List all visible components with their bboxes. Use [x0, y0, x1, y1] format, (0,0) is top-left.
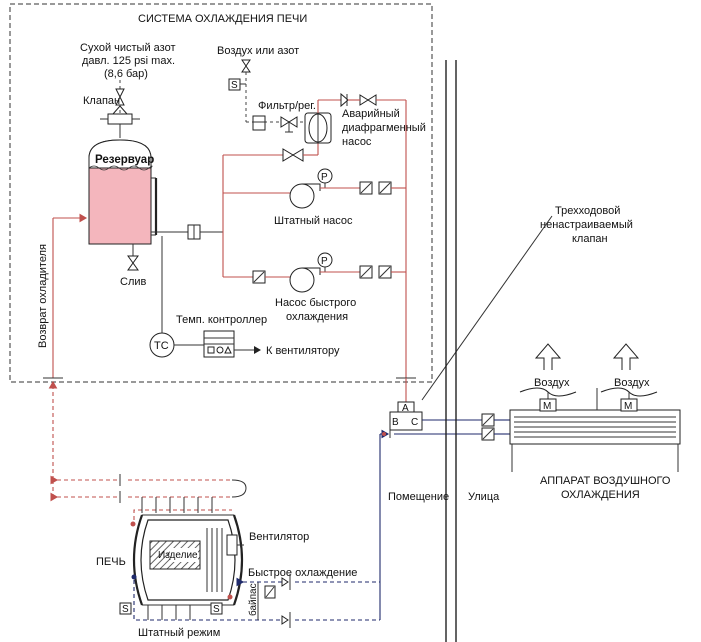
solenoid-s-left: [119, 602, 132, 615]
reservoir: [88, 139, 158, 245]
svg-text:A: A: [402, 403, 409, 414]
three-way-valve-label: Трехходовой ненастраиваемый клапан: [540, 205, 636, 245]
tc-sensor: TC: [149, 236, 204, 358]
svg-text:(8,6 бар): (8,6 бар): [104, 68, 148, 80]
fan-icon: [226, 534, 244, 556]
svg-text:M: M: [624, 401, 632, 412]
svg-text:M: M: [543, 401, 551, 412]
cooler-fan-left: M: [519, 387, 577, 412]
standard-mode-piping: S S: [119, 580, 285, 621]
bypass-label: байпас: [247, 583, 259, 616]
svg-text:S: S: [213, 604, 220, 615]
temp-controller-icon: [203, 330, 235, 358]
svg-text:B: B: [392, 417, 399, 428]
wall: [445, 60, 457, 642]
bypass: байпас: [247, 582, 276, 620]
air-right-label: Воздух: [614, 377, 650, 389]
air-or-nitrogen-label: Воздух или азот: [217, 45, 299, 57]
drain-label: Слив: [120, 276, 147, 288]
nitrogen-inlet: Сухой чистый азот давл. 125 psi max. (8,…: [80, 42, 176, 122]
standard-check-valve-icon: [359, 181, 392, 195]
quick-pump-icon: [289, 267, 321, 293]
pressure-gauge-2: P: [317, 252, 333, 272]
diaphragm-pump-icon: [304, 112, 332, 144]
svg-text:P: P: [321, 256, 328, 267]
quick-branch-valve-icon: [252, 270, 266, 284]
svg-text:S: S: [231, 80, 238, 91]
room-label: Помещение: [388, 491, 449, 503]
temp-controller-label: Темп. контроллер: [176, 314, 267, 326]
svg-text:C: C: [411, 417, 418, 428]
motor-right-icon: [620, 398, 638, 412]
system-title: СИСТЕМА ОХЛАЖДЕНИЯ ПЕЧИ: [138, 13, 307, 25]
svg-text:S: S: [122, 604, 129, 615]
emergency-pump-label: Аварийный диафрагменный насос: [342, 108, 429, 148]
quick-pump-label: Насос быстрого охлаждения: [275, 297, 359, 323]
svg-text:Сухой чистый азот: Сухой чистый азот: [80, 42, 176, 54]
solenoid-s-right: [210, 602, 223, 615]
standard-pump-label: Штатный насос: [274, 215, 353, 227]
standard-mode-label: Штатный режим: [138, 627, 220, 639]
airflow-arrow-right-icon: [612, 343, 640, 370]
air-cooler-label: АППАРАТ ВОЗДУШНОГО ОХЛАЖДЕНИЯ: [540, 475, 674, 501]
system-boundary: [9, 3, 433, 383]
standard-pump-icon: [289, 183, 321, 209]
three-way-inlet-point: [382, 432, 386, 436]
airflow-arrow-left-icon: [534, 343, 562, 370]
three-way-valve: A B C: [389, 401, 482, 438]
furnace-port-top: [130, 521, 136, 527]
furnace-return-piping: [119, 474, 247, 520]
pressure-gauge-1: P: [317, 168, 333, 188]
street-label: Улица: [468, 491, 500, 503]
quick-cooling-valve-icon: [281, 574, 291, 590]
valve-label: Клапан: [83, 95, 120, 107]
furnace-port-left: [131, 574, 137, 580]
to-fan-label: К вентилятору: [266, 345, 340, 357]
furnace-label: ПЕЧЬ: [96, 556, 126, 568]
motor-left-icon: [539, 398, 557, 412]
fan-label: Вентилятор: [249, 531, 309, 543]
furnace-port-right: [227, 594, 233, 600]
emergency-branch-valve-icon: [282, 148, 304, 162]
product-label: Изделие: [158, 550, 198, 561]
heat-exchanger-coil-icon: [206, 528, 223, 592]
filter-regulator-icon: [252, 115, 266, 131]
air-cooler: [481, 388, 681, 472]
filter-regulator-label: Фильтр/рег.: [258, 100, 316, 112]
air-left-label: Воздух: [534, 377, 570, 389]
cooler-fan-right: M: [600, 387, 658, 412]
coolant-return-label: Возврат охладителя: [37, 244, 49, 348]
svg-text:P: P: [321, 172, 328, 183]
drain-valve-icon: [127, 244, 139, 271]
relief-valve-icon: [100, 105, 140, 138]
quick-cooling-label: Быстрое охлаждение: [248, 567, 357, 579]
reservoir-label: Резервуар: [95, 154, 154, 166]
standard-mode-valve-icon: [281, 612, 291, 628]
furnace: Изделие: [130, 514, 244, 606]
air-valve-icon: [280, 116, 298, 133]
svg-text:TC: TC: [154, 340, 169, 352]
svg-text:давл. 125 psi max.: давл. 125 psi max.: [82, 55, 175, 67]
emergency-outlet: [317, 92, 406, 113]
quick-check-valve-icon: [359, 265, 392, 279]
